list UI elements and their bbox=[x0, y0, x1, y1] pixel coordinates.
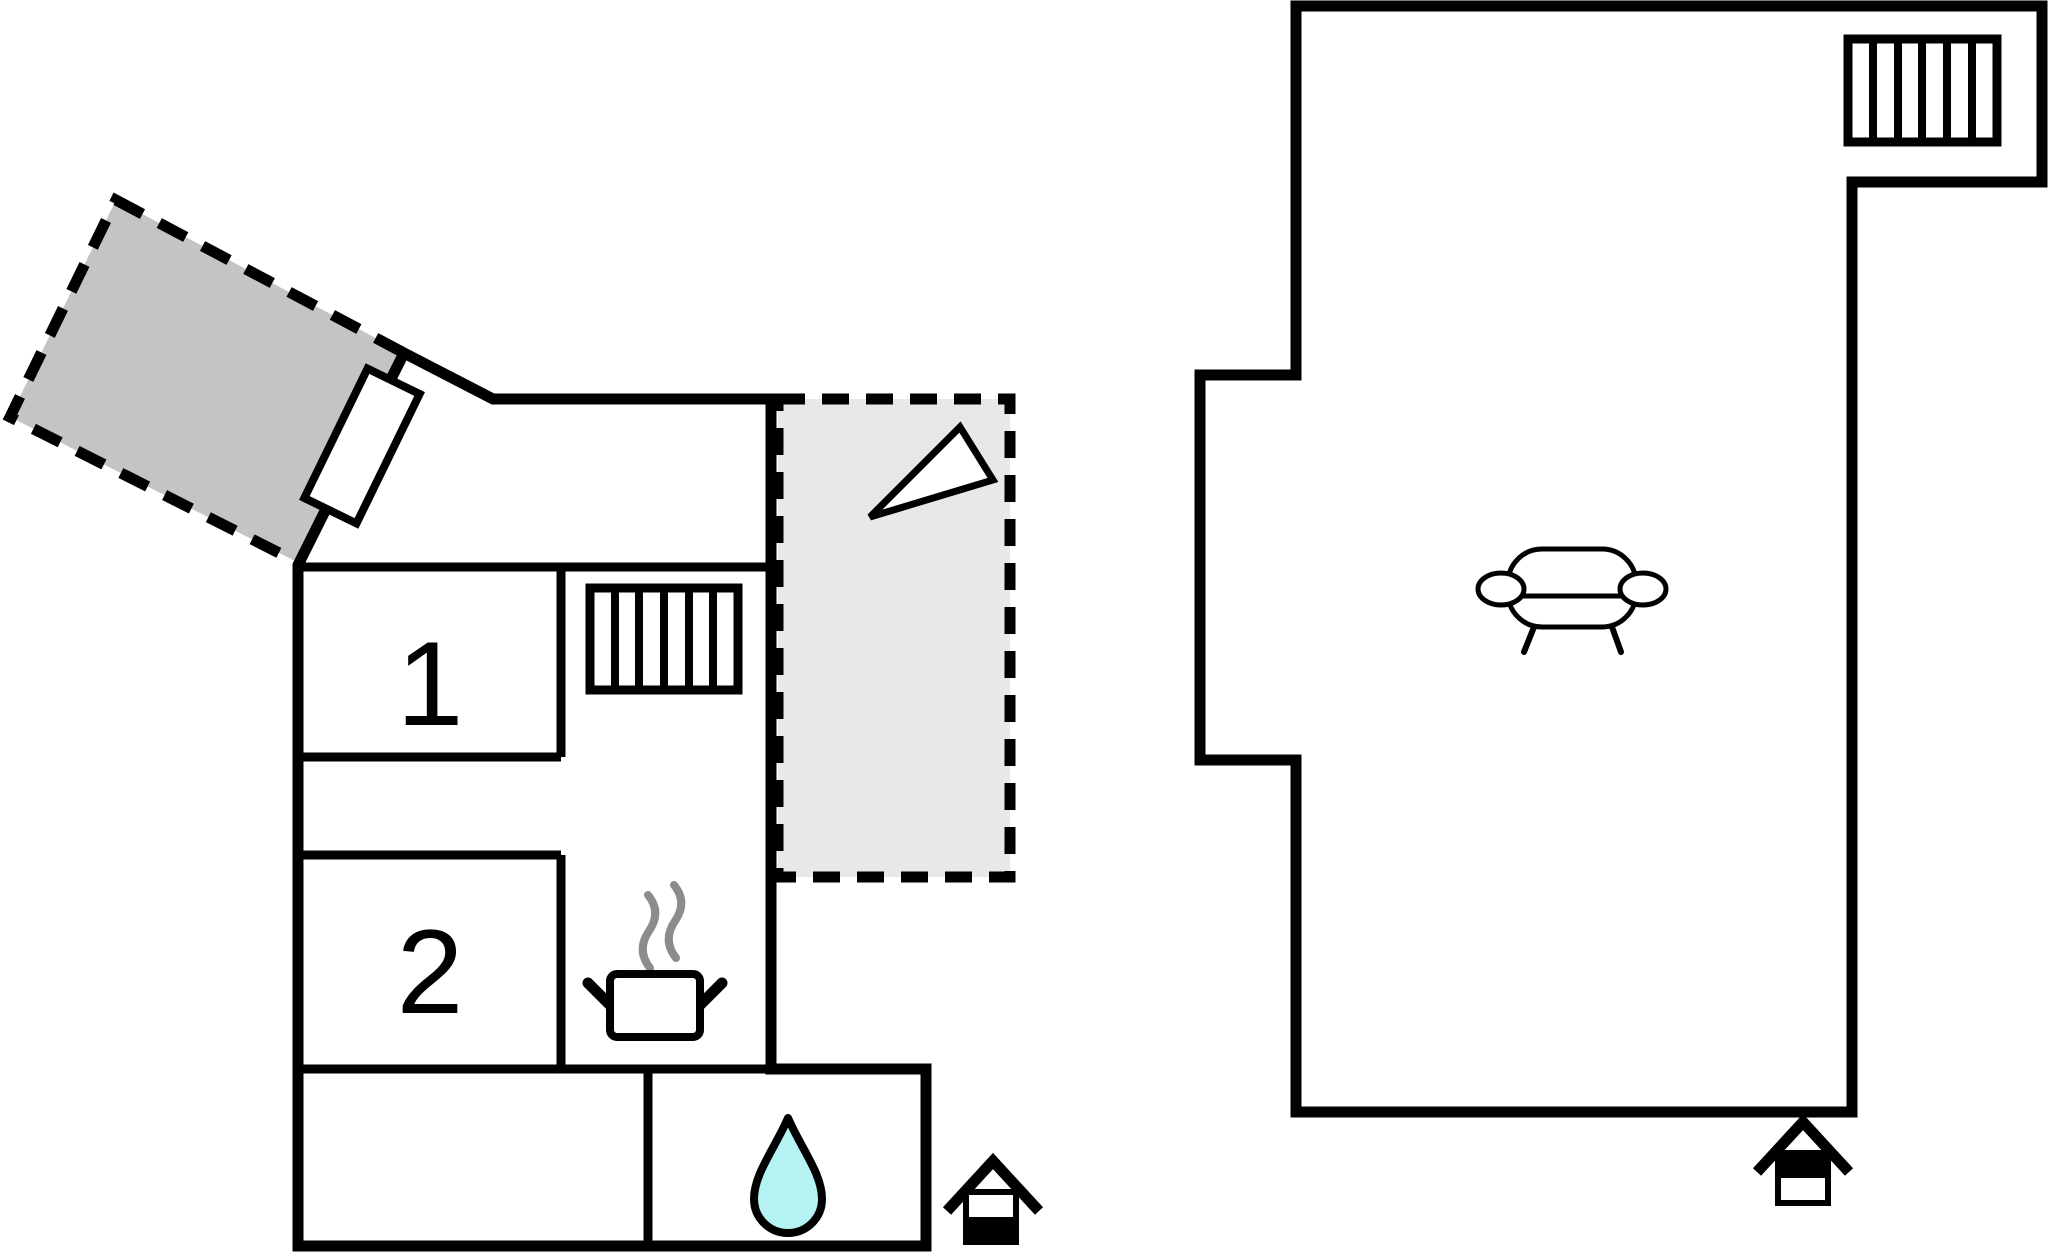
entrance-house-icon bbox=[1752, 1113, 1854, 1206]
sofa-icon bbox=[1475, 546, 1669, 655]
ground-floor-interior-walls bbox=[298, 562, 771, 1246]
house-body-fill bbox=[963, 1217, 1019, 1245]
entrance-house-icon bbox=[942, 1152, 1044, 1245]
house-roof bbox=[1752, 1113, 1854, 1176]
sofa-armrest bbox=[1617, 570, 1669, 608]
room-1-label: 1 bbox=[397, 617, 464, 751]
wind-vane-icon bbox=[867, 421, 999, 521]
upper-floor-plan bbox=[1194, 0, 2048, 1206]
stairs-treads bbox=[1869, 39, 1976, 142]
house-roof bbox=[942, 1152, 1044, 1215]
stairs-icon bbox=[1843, 34, 2002, 147]
stove-icon bbox=[582, 881, 728, 1041]
house-body-fill bbox=[1775, 1150, 1831, 1178]
sofa-legs bbox=[1521, 624, 1624, 655]
steam-icon bbox=[638, 891, 660, 972]
ground-floor-outer-walls bbox=[292, 345, 932, 1252]
water-drop-icon bbox=[750, 1114, 826, 1237]
steam-icon bbox=[664, 881, 686, 962]
stairs-treads bbox=[611, 588, 717, 690]
sofa-armrest bbox=[1475, 570, 1527, 608]
stairs-icon bbox=[585, 583, 743, 695]
sofa-body bbox=[1505, 546, 1639, 630]
ground-floor-plan: 1 2 bbox=[2, 192, 1044, 1252]
room-2-label: 2 bbox=[397, 905, 464, 1039]
pot-body bbox=[606, 970, 704, 1041]
terrace-door-icon bbox=[299, 363, 425, 529]
